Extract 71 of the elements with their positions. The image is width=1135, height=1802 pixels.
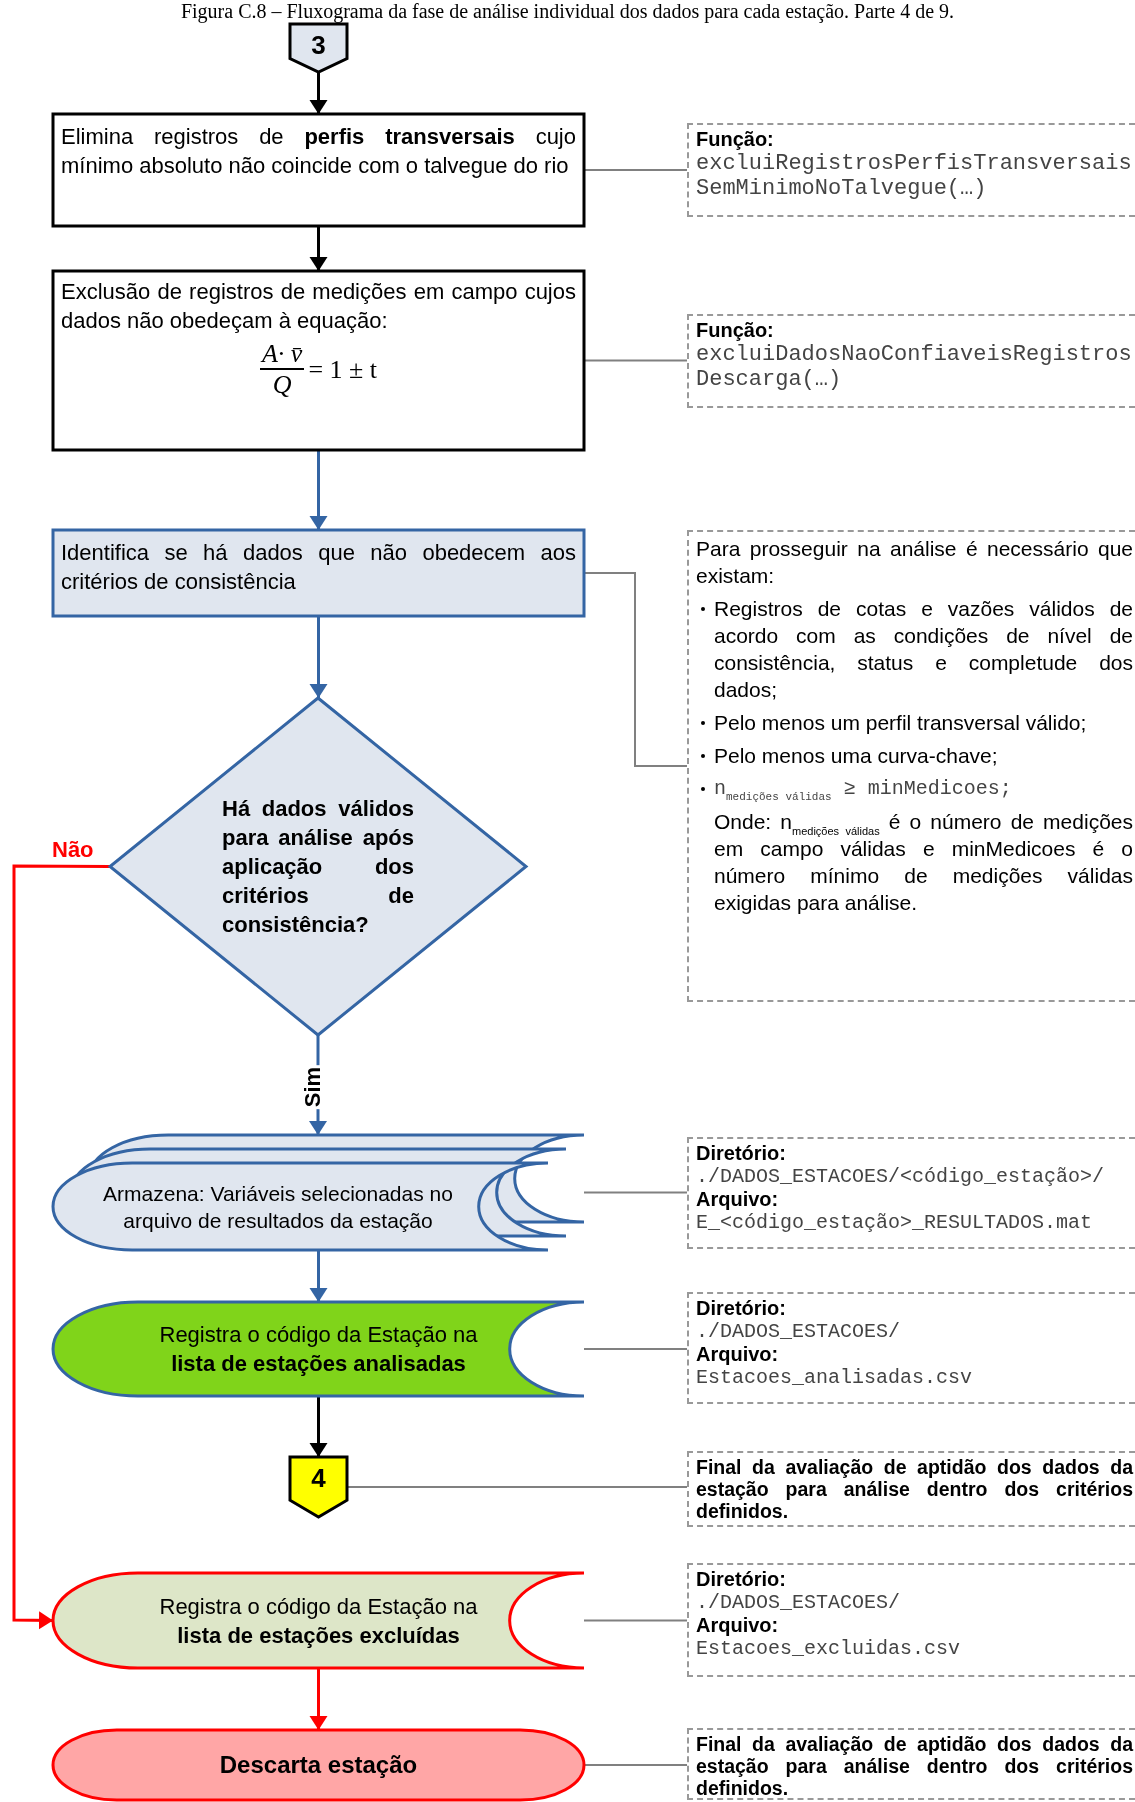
field-heading: Arquivo: — [696, 1343, 780, 1366]
leader-line — [583, 1619, 688, 1622]
stored-data-shape — [53, 1135, 584, 1250]
step-text: Elimina registros de perfis transversais cujo mínimo absoluto não coincide com o talvegue do rio — [61, 123, 576, 180]
process-box — [53, 271, 584, 450]
step-text: Identifica se há dados que não obedecem aos critérios de consistência — [61, 539, 576, 596]
arrow — [309, 72, 328, 114]
leader-line — [583, 169, 688, 171]
step-text: Exclusão de registros de medições em campo cujos dados não obedeçam à equação: — [61, 278, 576, 335]
stored-data-shape — [53, 1573, 584, 1668]
terminal-shape — [53, 1730, 584, 1800]
code-text: excluiRegistrosPerfisTransversaisSemMinimoNoTalvegue(…) — [696, 151, 1133, 201]
leader-line — [583, 1348, 688, 1350]
decision-text: Há dados válidos para análise após aplicação dos critérios de consistência? — [222, 795, 414, 939]
annotation-box — [687, 1292, 1135, 1404]
step-text: Registra o código da Estação na lista de estações analisadas — [158, 1321, 479, 1378]
fraction-numerator: A· v̄ — [259, 339, 305, 370]
leader-line — [583, 1764, 688, 1766]
arrow — [309, 616, 328, 698]
step-text: Armazena: Variáveis selecionadas no arquivo de resultados da estação — [102, 1180, 454, 1234]
connector-number: 4 — [311, 1463, 326, 1495]
field-heading: Diretório: — [696, 1568, 787, 1591]
field-heading: Função: — [696, 319, 775, 342]
equation-text: = 1 ± t — [308, 354, 378, 384]
fraction-denominator: Q — [272, 370, 292, 399]
connector-number: 3 — [311, 30, 326, 62]
decision-diamond — [110, 698, 526, 1035]
code-text: ./DADOS_ESTACOES/ — [696, 1591, 902, 1614]
field-heading: Diretório: — [696, 1297, 787, 1320]
arrow — [309, 1396, 328, 1457]
field-heading: Função: — [696, 128, 775, 151]
figure-caption: Figura C.8 – Fluxograma da fase de análise individual dos dados para cada estação. Parte 4 de 9. — [179, 0, 956, 22]
note-text: Final da avaliação de aptidão dos dados da estação para análise dentro dos critérios definidos. — [696, 1733, 1133, 1799]
leader-line — [583, 1191, 688, 1194]
annotation-box — [687, 123, 1135, 217]
step-text: Descarta estação — [219, 1751, 418, 1779]
annotation-box — [687, 1137, 1135, 1249]
leader-line — [583, 359, 688, 362]
code-text: ./DADOS_ESTACOES/ — [696, 1320, 902, 1343]
field-heading: Arquivo: — [696, 1188, 780, 1211]
leader-line — [583, 572, 688, 767]
process-box — [53, 530, 584, 616]
step-text: Registra o código da Estação na lista de estações excluídas — [158, 1592, 479, 1650]
process-box — [53, 114, 584, 226]
leader-line — [346, 1486, 688, 1488]
bullet-item: n$_{medições válidas}$ ≥ minMedicoes; — [714, 776, 1013, 802]
arrow — [12, 864, 110, 1630]
code-text: Estacoes_analisadas.csv — [696, 1366, 974, 1389]
code-text: Estacoes_excluidas.csv — [696, 1637, 962, 1660]
offpage-connector — [290, 24, 347, 72]
annotation-box — [687, 530, 1135, 1002]
code-text: E_<código_estação>_RESULTADOS.mat — [696, 1211, 1094, 1234]
arrow — [309, 1250, 328, 1302]
annotation-box — [687, 1451, 1135, 1527]
bullet-item: Registros de cotas e vazões válidos de acordo com as condições de nível de consistência, status e completude dos dados; — [714, 596, 1133, 703]
note-text: Final da avaliação de aptidão dos dados da estação para análise dentro dos critérios definidos. — [696, 1456, 1133, 1522]
annotation-box — [687, 1563, 1135, 1677]
bullet-item: Pelo menos uma curva-chave; — [714, 743, 999, 769]
bullet-item: Pelo menos um perfil transversal válido; — [714, 710, 1088, 736]
note-text: Para prosseguir na análise é necessário que existam: — [696, 536, 1133, 589]
annotation-box — [687, 314, 1135, 408]
field-heading: Diretório: — [696, 1142, 787, 1165]
stored-data-shape — [53, 1302, 584, 1396]
offpage-connector — [290, 1457, 347, 1517]
arrow — [309, 226, 328, 271]
note-text: Onde: n$_{medições válidas}$ é o número de medições em campo válidas e minMedicoes é o número mínimo de medições válidas exigidas para análise. — [714, 809, 1133, 916]
arrow — [309, 1668, 328, 1730]
code-text: excluiDadosNaoConfiaveisRegistrosDescarga(…) — [696, 342, 1133, 392]
arrow — [309, 450, 328, 530]
field-heading: Arquivo: — [696, 1614, 780, 1637]
code-text: ./DADOS_ESTACOES/<código_estação>/ — [696, 1165, 1106, 1188]
